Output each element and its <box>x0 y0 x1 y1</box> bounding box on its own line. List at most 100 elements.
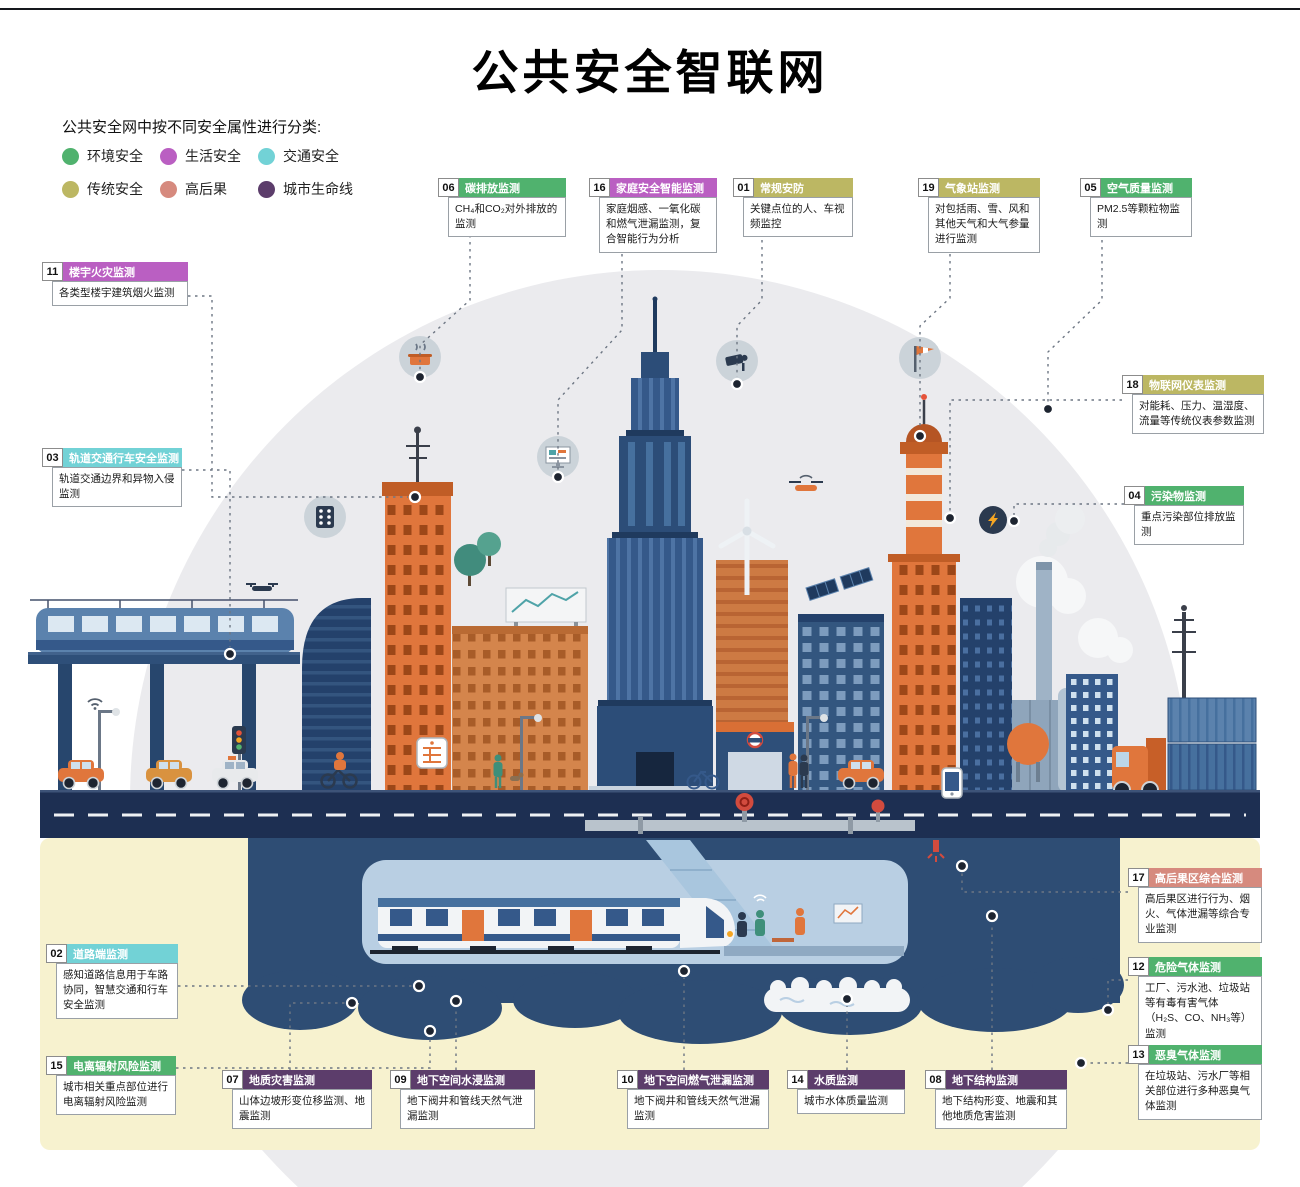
callout-description: 家庭烟感、一氧化碳和燃气泄漏监测，复合智能行为分析 <box>599 197 717 253</box>
callout-title: 楼宇火灾监测 <box>63 262 188 281</box>
pedestrian <box>788 753 798 788</box>
legend: 环境安全 生活安全 交通安全 传统安全 高后果 城市生命线 <box>62 146 380 199</box>
callout-title: 碳排放监测 <box>459 178 566 197</box>
callout-title: 水质监测 <box>808 1070 905 1089</box>
legend-label: 生活安全 <box>185 148 241 164</box>
callout-number: 01 <box>733 178 754 197</box>
pipeline <box>585 793 915 834</box>
callout-description: 山体边坡形变位移监测、地震监测 <box>232 1089 372 1130</box>
callout-description: 城市相关重点部位进行电离辐射风险监测 <box>56 1075 176 1116</box>
callout-number: 08 <box>925 1070 946 1089</box>
legend-color-dot <box>258 147 275 165</box>
drone-2-icon <box>789 474 823 491</box>
water-pool <box>764 977 910 1012</box>
callout-number: 07 <box>222 1070 243 1089</box>
callout-title: 高后果区综合监测 <box>1149 868 1262 887</box>
legend-item-lifeline: 城市生命线 <box>258 179 380 199</box>
callout-title: 地下空间水浸监测 <box>411 1070 535 1089</box>
street-lamp <box>806 714 828 790</box>
solar-grid-icon <box>416 737 448 769</box>
central-skyscraper <box>589 296 721 792</box>
street <box>58 698 884 790</box>
callout-title: 危险气体监测 <box>1149 957 1262 976</box>
callout-title: 恶臭气体监测 <box>1149 1045 1262 1064</box>
lightning-icon <box>979 506 1007 534</box>
navy-building <box>960 598 1012 792</box>
callout-description: CH₄和CO₂对外排放的监测 <box>448 197 566 238</box>
wind-turbine-building <box>716 498 788 728</box>
parked-bicycle <box>686 770 720 790</box>
callout-description: PM2.5等颗粒物监测 <box>1090 197 1192 238</box>
leader-lines <box>176 226 1128 1070</box>
callout-title: 地质灾害监测 <box>243 1070 372 1089</box>
legend-color-dot <box>160 180 177 198</box>
legend-label: 传统安全 <box>87 181 143 197</box>
callout-number: 06 <box>438 178 459 197</box>
blue-building-right <box>1066 674 1118 792</box>
callout-title: 物联网仪表监测 <box>1143 375 1264 394</box>
callout-description: 对能耗、压力、温湿度、流量等传统仪表参数监测 <box>1132 394 1264 435</box>
callout-number: 18 <box>1122 375 1143 394</box>
taxi <box>212 756 258 790</box>
street-lamp <box>520 714 542 790</box>
motorcyclist <box>320 752 358 789</box>
wind-turbine <box>718 498 776 595</box>
callout-number: 16 <box>589 178 610 197</box>
page-title: 公共安全智联网 <box>471 46 829 99</box>
legend-item-traditional: 传统安全 <box>62 179 160 199</box>
pedestrian <box>799 754 809 788</box>
callout-description: 在垃圾站、污水厂等相关部位进行多种恶臭气体监测 <box>1138 1064 1262 1120</box>
top-divider <box>0 8 1300 10</box>
dog <box>510 772 524 781</box>
wifi-icon <box>87 698 103 710</box>
passenger <box>755 910 765 936</box>
truck <box>1112 738 1166 799</box>
legend-caption: 公共安全网中按不同安全属性进行分类: <box>62 119 322 136</box>
callout-description: 地下阀井和管线天然气泄漏监测 <box>400 1089 535 1130</box>
legend-color-dot <box>62 180 79 198</box>
car <box>838 760 884 790</box>
billboard-building <box>452 587 588 792</box>
subway-entrance <box>716 722 794 792</box>
callout-number: 09 <box>390 1070 411 1089</box>
communication-tower <box>1172 605 1196 698</box>
legend-label: 高后果 <box>185 181 227 197</box>
passenger <box>795 908 805 935</box>
callout-description: 轨道交通边界和异物入侵监测 <box>52 467 182 508</box>
platform <box>724 894 904 956</box>
pedestrian <box>493 754 503 788</box>
callout-number: 12 <box>1128 957 1149 976</box>
meter-panel-icon <box>304 496 346 538</box>
metro-train <box>370 898 735 954</box>
callout-title: 气象站监测 <box>939 178 1040 197</box>
callout-number: 17 <box>1128 868 1149 887</box>
info-board <box>833 903 863 924</box>
callout-number: 02 <box>46 944 67 963</box>
container-stack <box>1167 697 1257 791</box>
callout-number: 15 <box>46 1056 67 1075</box>
callout-description: 工厂、污水池、垃圾站等有毒有害气体（H₂S、CO、NH₃等）监测 <box>1138 976 1262 1047</box>
trees <box>454 532 501 586</box>
callout-description: 城市水体质量监测 <box>797 1089 905 1115</box>
cctv-camera-icon <box>716 340 758 382</box>
traffic-light <box>232 726 246 790</box>
legend-item-traffic: 交通安全 <box>258 146 380 166</box>
legend-color-dot <box>62 147 79 165</box>
callout-number: 14 <box>787 1070 808 1089</box>
